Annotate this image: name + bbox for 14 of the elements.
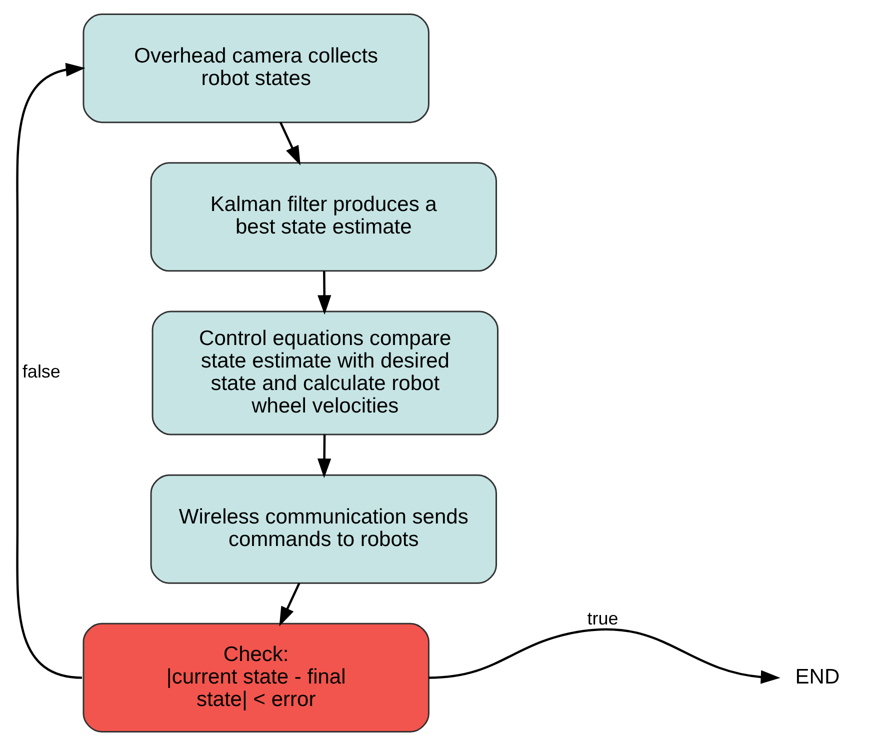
edge-label: false xyxy=(22,362,60,382)
arrow xyxy=(16,62,86,679)
node-box: Wireless communication sends commands to robots xyxy=(150,474,497,584)
arrow xyxy=(279,582,300,626)
arrow xyxy=(279,122,300,166)
node-box: Control equations compare state estimate with desired state and calculate robot wheel velocities xyxy=(152,310,498,436)
node-box: Kalman filter produces a best state estimate xyxy=(150,162,497,272)
arrow xyxy=(317,434,332,478)
arrow xyxy=(428,628,780,684)
arrow xyxy=(318,271,332,315)
edge-label: true xyxy=(587,608,618,629)
node-box: Check: |current state - final state| < error xyxy=(82,622,430,732)
node-text: END xyxy=(795,665,840,688)
node-box: Overhead camera collects robot states xyxy=(82,14,430,124)
